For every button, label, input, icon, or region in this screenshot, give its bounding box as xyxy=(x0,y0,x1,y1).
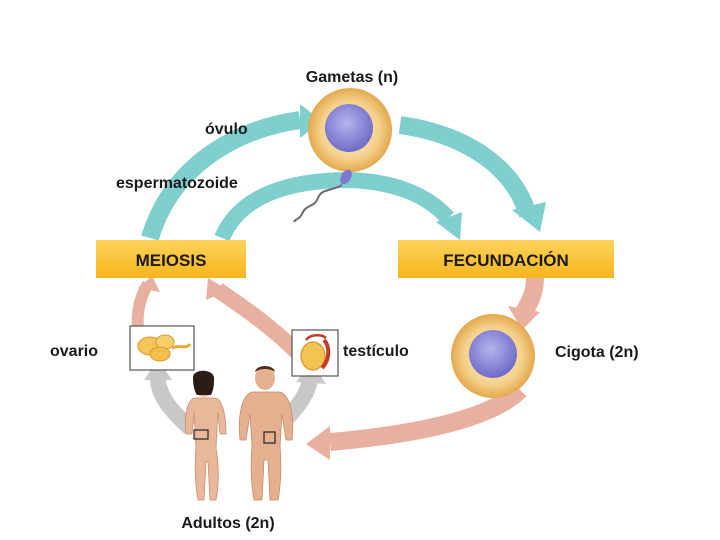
zygote-cell xyxy=(451,314,535,398)
ovary-icon xyxy=(137,334,192,362)
adults-label: Adultos (2n) xyxy=(181,515,274,532)
ovary-box xyxy=(129,325,195,371)
fertilization-box: FECUNDACIÓN xyxy=(398,240,614,278)
teal-arrowhead-inner xyxy=(436,212,462,240)
ovary-label: ovario xyxy=(50,343,98,360)
teal-arrowhead-fecundacion xyxy=(512,202,546,232)
testicle-label: testículo xyxy=(343,343,409,360)
teal-arrow-outer-left xyxy=(141,111,302,241)
gametes-label: Gametas (n) xyxy=(306,69,398,86)
ovule-label: óvulo xyxy=(205,121,248,138)
salmon-arrowhead-zygote xyxy=(508,306,540,330)
salmon-arrow-to-meiosis-inner xyxy=(213,283,306,361)
salmon-arrow-to-adults xyxy=(329,383,527,451)
sperm-label: espermatozoide xyxy=(116,175,238,192)
sperm-icon xyxy=(293,169,352,223)
testicle-icon xyxy=(300,334,331,371)
testicle-box xyxy=(291,329,339,377)
teal-arrow-outer-right xyxy=(398,116,537,218)
zygote-label: Cigota (2n) xyxy=(555,344,639,361)
female-figure xyxy=(184,370,227,501)
meiosis-box: MEIOSIS xyxy=(96,240,246,278)
meiosis-label: MEIOSIS xyxy=(136,251,207,270)
salmon-arrowhead-adults xyxy=(306,426,330,460)
gamete-cell xyxy=(308,88,392,172)
fertilization-label: FECUNDACIÓN xyxy=(443,251,569,270)
male-figure xyxy=(238,366,294,501)
salmon-arrowhead-meiosis-inner xyxy=(206,278,228,300)
salmon-arrow-to-zygote xyxy=(516,277,544,317)
salmon-arrowhead-meiosis-outer xyxy=(138,276,160,292)
